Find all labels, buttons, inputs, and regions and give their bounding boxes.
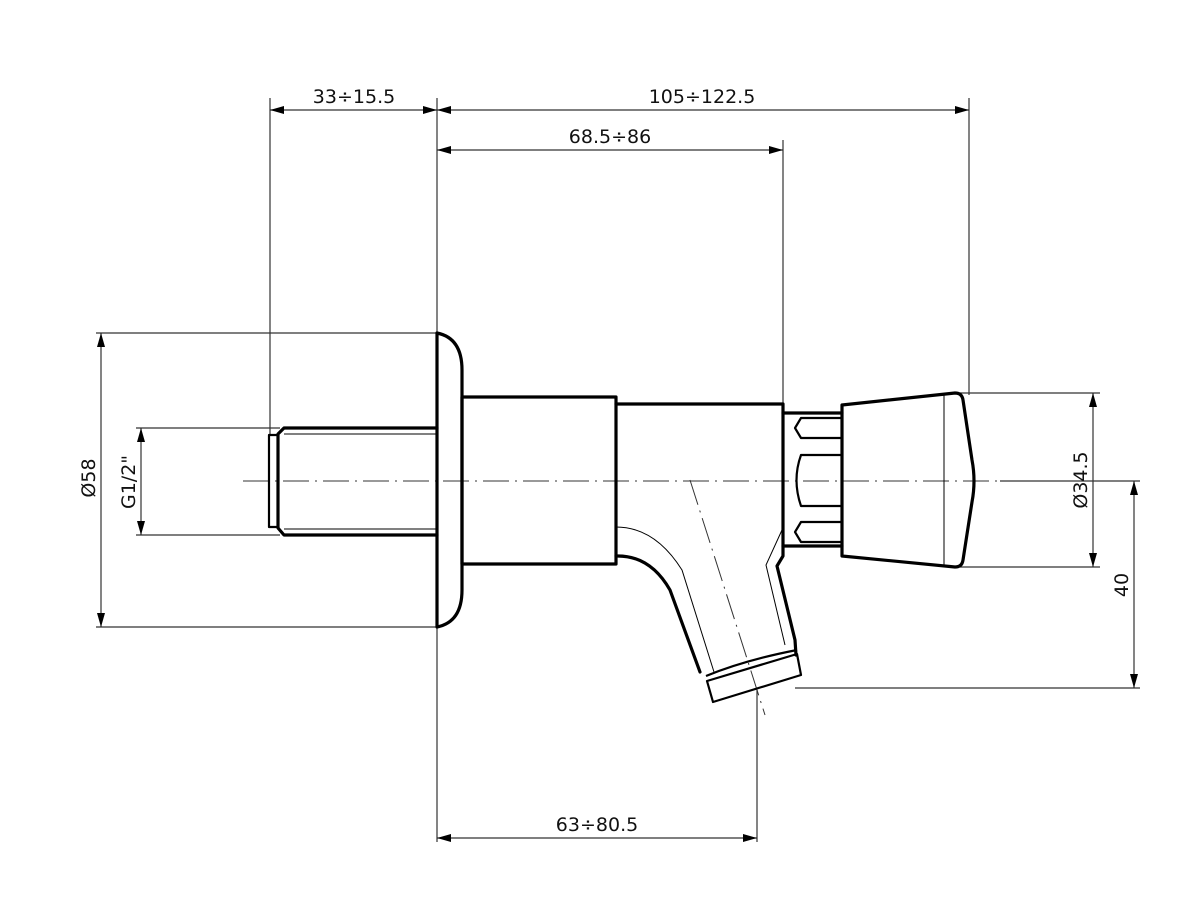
label-thread-size: G1/2" xyxy=(118,455,140,509)
spout-outlet xyxy=(705,648,803,704)
dimension-thread-size xyxy=(137,428,145,535)
push-button xyxy=(840,391,976,569)
valve-body xyxy=(614,402,798,674)
label-spout-drop: 40 xyxy=(1111,573,1133,597)
label-body-length: 68.5÷86 xyxy=(569,126,651,148)
dimension-spout-offset xyxy=(437,834,757,842)
dimension-body-length xyxy=(437,146,783,154)
wall-flange xyxy=(435,331,464,629)
push-stem xyxy=(781,411,844,548)
centerline-spout xyxy=(689,479,766,716)
threaded-stem xyxy=(267,426,439,537)
dimension-stem-length xyxy=(270,106,437,114)
extension-lines xyxy=(96,98,1140,842)
label-button-diameter: Ø34.5 xyxy=(1070,451,1092,508)
label-stem-length: 33÷15.5 xyxy=(313,86,395,108)
dimension-button-diameter xyxy=(1089,393,1097,567)
body-cylinder xyxy=(460,395,618,566)
dimension-spout-drop xyxy=(1130,481,1138,688)
label-flange-diameter: Ø58 xyxy=(78,458,100,497)
label-spout-offset: 63÷80.5 xyxy=(556,814,638,836)
dimension-flange-diameter xyxy=(97,333,105,627)
dimension-overall-length xyxy=(437,106,969,114)
label-overall-length: 105÷122.5 xyxy=(649,86,756,108)
